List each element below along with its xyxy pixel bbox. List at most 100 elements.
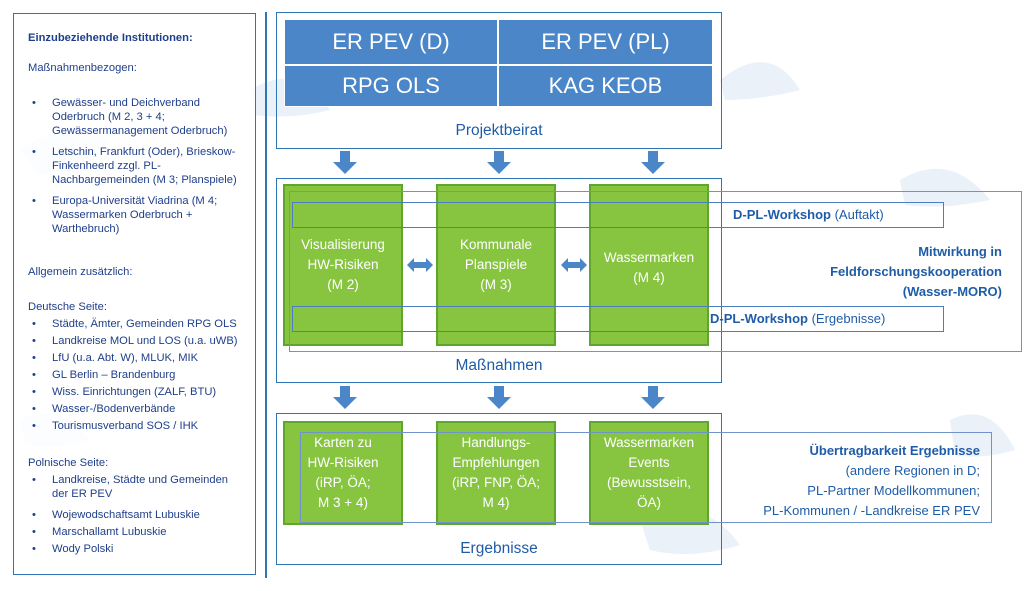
mitwirkung-line: (Wasser-MORO) (902, 284, 1002, 299)
bullet-icon: • (32, 195, 36, 207)
transfer-line: PL-Partner Modellkommunen; (807, 483, 980, 498)
bullet-icon: • (32, 509, 36, 521)
mitwirkung-line: Feldforschungskooperation (830, 264, 1002, 279)
list-item: der ER PEV (52, 488, 113, 500)
list-item: Landkreise MOL und LOS (u.a. uWB) (52, 335, 238, 347)
workshop-auftakt-label: D-PL-Workshop (Auftakt) (733, 205, 884, 225)
result-line: HW-Risiken (307, 455, 379, 470)
measure-line: HW-Risiken (307, 257, 379, 272)
ergebnisse-label: Ergebnisse (460, 540, 538, 557)
bullet-icon: • (32, 403, 36, 415)
result-line: M 4) (482, 495, 510, 510)
workshop-ergebnisse-frame (292, 306, 944, 332)
mitwirkung-line: Mitwirkung in (918, 244, 1002, 259)
list-item: Landkreise, Städte und Gemeinden (52, 474, 229, 486)
list-item: LfU (u.a. Abt. W), MLUK, MIK (52, 352, 199, 364)
transfer-title: Übertragbarkeit Ergebnisse (809, 443, 980, 458)
measure-box-visualisierung: Visualisierung HW-Risiken (M 2) (283, 184, 403, 346)
list-item: Wody Polski (52, 543, 114, 555)
arrow-down-icon (487, 151, 511, 174)
list-item: Wiss. Einrichtungen (ZALF, BTU) (52, 386, 217, 398)
measure-line: (M 3) (480, 277, 512, 292)
bullet-icon: • (32, 335, 36, 347)
double-arrow-icon (407, 258, 433, 272)
result-line: ÖA) (636, 495, 661, 510)
result-line: Handlungs- (461, 435, 531, 450)
arrow-down-icon (487, 386, 511, 409)
bullet-icon: • (32, 146, 36, 158)
result-line: Empfehlungen (452, 455, 540, 470)
vertical-divider (265, 12, 267, 578)
result-line: Events (628, 455, 670, 470)
list-item: Oderbruch (M 2, 3 + 4; (52, 111, 165, 123)
measure-line: Planspiele (464, 257, 528, 272)
result-box-karten: Karten zu HW-Risiken (iRP, ÖA; M 3 + 4) (283, 421, 403, 525)
measure-line: Wassermarken (603, 250, 695, 265)
list-item: Wasser-/Bodenverbände (52, 403, 176, 415)
bullet-icon: • (32, 97, 36, 109)
arrow-down-icon (333, 151, 357, 174)
list-item: Gewässermanagement Oderbruch) (52, 125, 228, 137)
bullet-icon: • (32, 369, 36, 381)
list-item: Städte, Ämter, Gemeinden RPG OLS (52, 318, 237, 330)
advisory-cell: ER PEV (D) (284, 19, 498, 65)
double-arrow-icon (561, 258, 587, 272)
institutions-panel: Einzubeziehende Institutionen: Maßnahmen… (13, 13, 256, 575)
list-item: Wassermarken Oderbruch + (52, 209, 193, 221)
mitwirkung-frame (289, 191, 1022, 352)
list-item: Letschin, Frankfurt (Oder), Brieskow- (52, 146, 236, 158)
advisory-cell: KAG KEOB (498, 65, 713, 107)
massnahmen-frame (276, 178, 722, 383)
result-line: M 3 + 4) (318, 495, 368, 510)
measure-line: Kommunale (459, 237, 533, 252)
result-line: Karten zu (314, 435, 372, 450)
arrow-down-icon (641, 151, 665, 174)
transfer-line: PL-Kommunen / -Landkreise ER PEV (763, 503, 980, 518)
list-item: Marschallamt Lubuskie (52, 526, 167, 538)
projektbeirat-label: Projektbeirat (455, 122, 543, 139)
projektbeirat-frame (276, 12, 722, 149)
measure-line: (M 2) (327, 277, 359, 292)
list-item: Tourismusverband SOS / IHK (52, 420, 199, 432)
list-item: Gewässer- und Deichverband (52, 97, 200, 109)
result-line: (iRP, FNP, ÖA; (451, 475, 541, 490)
bullet-icon: • (32, 318, 36, 330)
bullet-icon: • (32, 352, 36, 364)
list-item: Nachbargemeinden (M 3; Planspiele) (52, 174, 237, 186)
measure-box-wassermarken: Wassermarken (M 4) (589, 184, 709, 346)
massnahmen-label: Maßnahmen (455, 357, 543, 374)
workshop-phase: (Ergebnisse) (807, 311, 886, 326)
bullet-icon: • (32, 386, 36, 398)
measure-box-planspiele: Kommunale Planspiele (M 3) (436, 184, 556, 346)
list-item: GL Berlin – Brandenburg (52, 369, 176, 381)
result-box-wassermarken-events: Wassermarken Events (Bewusstsein, ÖA) (589, 421, 709, 525)
arrow-down-icon (333, 386, 357, 409)
workshop-title: D-PL-Workshop (733, 207, 831, 222)
polish-heading: Polnische Seite: (28, 457, 109, 469)
bullet-icon: • (32, 526, 36, 538)
bullet-icon: • (32, 420, 36, 432)
list-item: Warthebruch) (52, 223, 120, 235)
result-line: (iRP, ÖA; (315, 475, 371, 490)
arrow-down-icon (641, 386, 665, 409)
bullet-icon: • (32, 474, 36, 486)
advisory-cell: ER PEV (PL) (498, 19, 713, 65)
workshop-ergebnisse-label: D-PL-Workshop (Ergebnisse) (710, 309, 885, 329)
workshop-title: D-PL-Workshop (710, 311, 808, 326)
result-box-handlungsempfehlungen: Handlungs- Empfehlungen (iRP, FNP, ÖA; M… (436, 421, 556, 525)
transfer-frame (300, 432, 992, 523)
general-heading: Allgemein zusätzlich: (28, 266, 133, 278)
institutions-title: Einzubeziehende Institutionen: (28, 32, 193, 44)
result-line: (Bewusstsein, (606, 475, 692, 490)
result-line: Wassermarken (603, 435, 695, 450)
measure-line: Visualisierung (301, 237, 385, 252)
ergebnisse-frame (276, 413, 722, 565)
list-item: Wojewodschaftsamt Lubuskie (52, 509, 200, 521)
bullet-icon: • (32, 543, 36, 555)
measure-line: (M 4) (633, 270, 665, 285)
workshop-auftakt-frame (292, 202, 944, 228)
transfer-line: (andere Regionen in D; (845, 463, 980, 478)
list-item: Finkenheerd zzgl. PL- (52, 160, 161, 172)
list-item: Europa-Universität Viadrina (M 4; (52, 195, 218, 207)
workshop-phase: (Auftakt) (830, 207, 884, 222)
